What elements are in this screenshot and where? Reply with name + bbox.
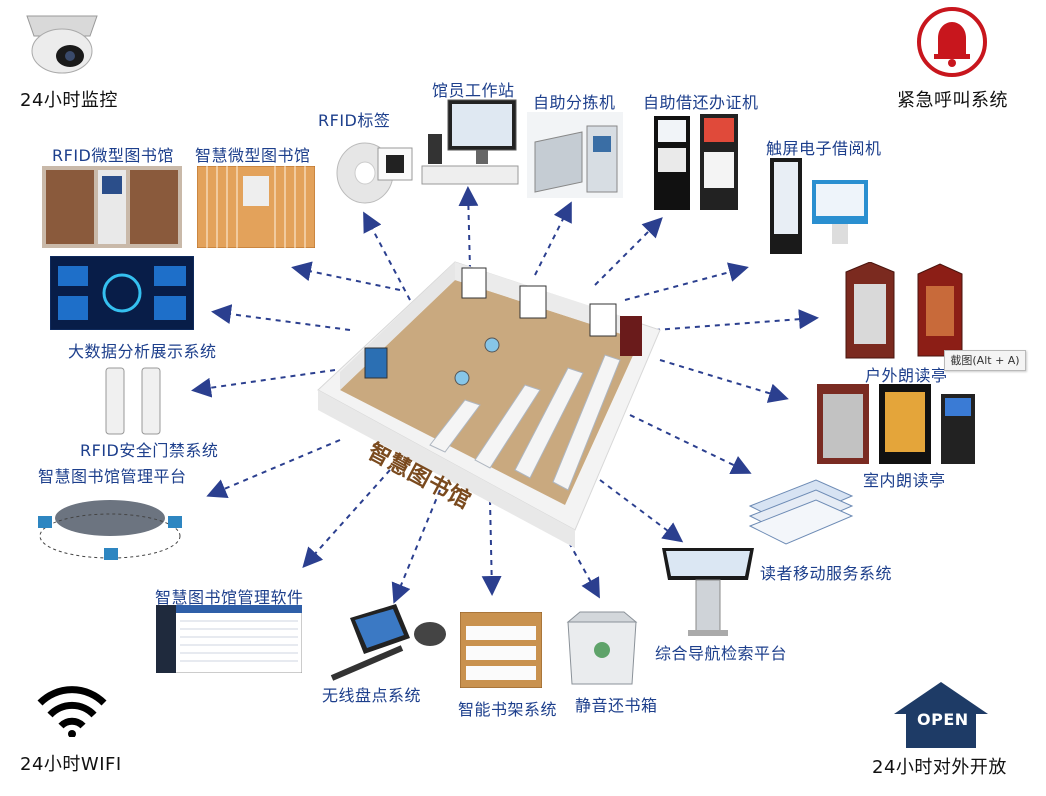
self-borrow-kiosk-icon: [650, 112, 746, 218]
self-borrow-card-label: 自助借还办证机: [643, 93, 759, 112]
open-sign: OPEN: [917, 710, 969, 729]
mgmt-software-label: 智慧图书馆管理软件: [155, 588, 304, 607]
big-data-label: 大数据分析展示系统: [68, 342, 217, 361]
open-label: 24小时对外开放: [872, 757, 1007, 778]
self-sorter-label: 自助分拣机: [533, 93, 616, 112]
big-data-dashboard: [49, 255, 195, 334]
self-sorter-machine-icon: [527, 112, 623, 202]
arrow-nav: [599, 479, 684, 543]
arrow-sorter: [534, 201, 572, 276]
smart-micro-library-cabinet: [196, 165, 316, 252]
mobile-service-label: 读者移动服务系统: [760, 564, 893, 583]
arrow-librarian: [458, 186, 479, 271]
arrow-mobile: [629, 414, 752, 475]
open-house-icon: [892, 678, 990, 754]
surveillance-camera-icon: [22, 6, 102, 80]
arrow-software: [302, 469, 391, 568]
screenshot-tooltip: 截图(Alt + A): [944, 350, 1026, 371]
outdoor-booth-icon: [840, 261, 970, 364]
rfid-tag-roll-icon: [330, 128, 420, 212]
librarian-computer-icon: [420, 98, 520, 194]
emergency-label: 紧急呼叫系统: [897, 90, 1008, 111]
silent-return-label: 静音还书箱: [575, 696, 658, 715]
indoor-booth-label: 室内朗读亭: [863, 471, 946, 490]
rfid-micro-library-cabinet: [42, 166, 182, 252]
outdoor-booth-label: 户外朗读亭: [865, 366, 948, 385]
mgmt-platform-cloud-diagram: [30, 486, 190, 572]
rfid-gate-label: RFID安全门禁系统: [80, 441, 219, 460]
surveillance-label: 24小时监控: [20, 90, 118, 111]
nav-platform-label: 综合导航检索平台: [655, 644, 788, 663]
arrow-rfid-tag: [363, 211, 411, 301]
arrow-gate: [191, 369, 336, 398]
wifi-label: 24小时WIFI: [20, 754, 122, 775]
wireless-inventory-device: [322, 598, 452, 686]
arrow-bigdata: [211, 304, 351, 331]
rfid-micro-library-label: RFID微型图书馆: [52, 146, 174, 165]
smart-shelf-label: 智能书架系统: [458, 700, 558, 719]
mgmt-platform-label: 智慧图书馆管理平台: [38, 467, 187, 486]
touch-reader-kiosk: [770, 158, 870, 262]
nav-platform-kiosk: [658, 544, 758, 642]
arrow-indoor: [659, 359, 789, 403]
arrow-touch: [624, 262, 749, 301]
rfid-tag-label: RFID标签: [318, 111, 391, 130]
arrow-outdoor: [654, 309, 819, 331]
mobile-service-screens: [746, 476, 856, 552]
wifi-icon: [36, 685, 108, 741]
librarian-station-label: 馆员工作站: [432, 81, 515, 100]
arrow-platform: [206, 439, 341, 498]
smart-micro-library-label: 智慧微型图书馆: [195, 146, 311, 165]
silent-return-box: [566, 610, 638, 690]
emergency-bell-icon: [916, 6, 988, 82]
wireless-inventory-label: 无线盘点系统: [322, 686, 422, 705]
arrow-micro: [291, 261, 401, 291]
indoor-booth-icon: [815, 382, 977, 470]
rfid-gate-icon: [100, 366, 170, 440]
smart-shelf-icon: [459, 611, 543, 692]
touch-reader-label: 触屏电子借阅机: [766, 139, 882, 158]
mgmt-software-screenshot: [155, 604, 303, 677]
